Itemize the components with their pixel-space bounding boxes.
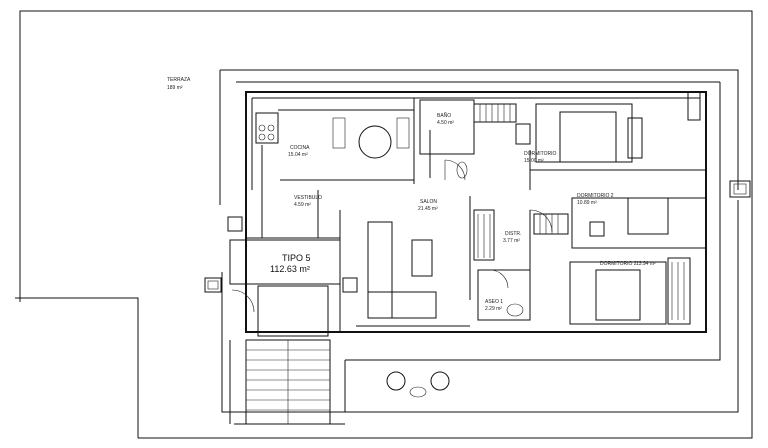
label-dormitorio2: DORMITORIO 2	[577, 193, 614, 199]
label-salon: SALON	[420, 199, 437, 205]
area-dormitorio2: 10.89 m²	[577, 200, 597, 206]
area-salon: 21.45 m²	[418, 206, 438, 212]
terrace-chairs	[386, 371, 450, 398]
terrace-outline	[15, 10, 753, 439]
house-outer-ring	[219, 69, 751, 413]
label-dormitorio: DORMITORIO	[524, 151, 557, 157]
label-terraza: TERRAZA	[167, 77, 191, 83]
label-bano: BAÑO	[437, 112, 451, 119]
area-dormitorio2b: 13.94 m²	[636, 261, 656, 267]
area-vestibulo: 4.59 m²	[294, 202, 311, 208]
area-dormitorio: 15.00 m²	[524, 158, 544, 164]
label-vestibulo: VESTIBULO	[294, 195, 322, 201]
label-aseo: ASEO 1	[485, 299, 503, 305]
house-walls	[204, 91, 707, 425]
area-cocina: 15.04 m²	[288, 152, 308, 158]
area-aseo: 2.29 m²	[485, 306, 502, 312]
label-cocina: COCINA	[290, 145, 310, 151]
label-distr: DISTR.	[505, 231, 521, 237]
area-terraza: 189 m²	[167, 85, 183, 91]
label-tipo: TIPO 5	[282, 253, 311, 263]
area-tipo: 112.63 m²	[270, 264, 310, 274]
label-dormitorio2b: DORMITORIO 2	[600, 261, 637, 267]
area-distr: 3.77 m²	[503, 238, 520, 244]
area-bano: 4.50 m²	[437, 120, 454, 126]
